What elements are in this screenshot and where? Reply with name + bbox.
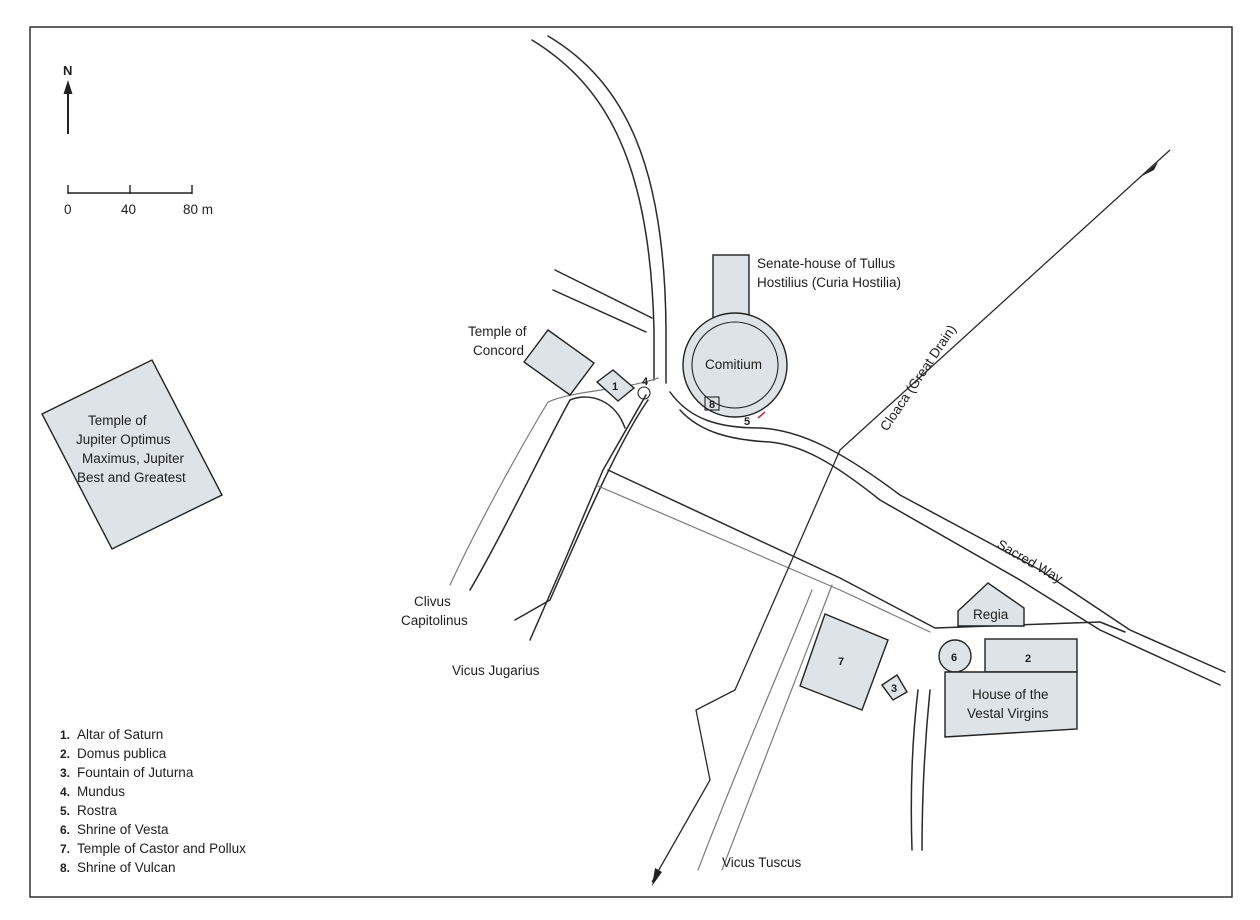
sacred-way-north-edge — [669, 391, 1226, 673]
comitium — [682, 312, 788, 418]
legend-num-8: 8. — [60, 861, 70, 875]
label-regia: Regia — [973, 607, 1009, 622]
scale-bar — [67, 185, 193, 194]
scale-tick-80: 80 m — [183, 202, 213, 217]
label-vestal-1: House of the — [972, 687, 1049, 702]
regia — [957, 582, 1025, 627]
clivus-east-edge — [514, 399, 649, 621]
legend-num-6: 6. — [60, 823, 70, 837]
label-vicus-tuscus: Vicus Tuscus — [722, 855, 802, 870]
marker-7: 7 — [838, 656, 844, 668]
legend: 1. Altar of Saturn 2. Domus publica 3. F… — [60, 727, 246, 875]
label-jupiter-1: Temple of — [88, 413, 147, 428]
mundus — [637, 386, 651, 400]
scale-tick-40: 40 — [121, 202, 136, 217]
map-frame — [29, 26, 1233, 898]
legend-text-5: Rostra — [77, 803, 117, 818]
label-jupiter-3: Maximus, Jupiter — [82, 451, 185, 466]
comitium-inner-ring — [691, 321, 779, 409]
legend-text-2: Domus publica — [77, 746, 167, 761]
temple-of-castor-pollux — [799, 613, 889, 711]
road-north-east-edge — [547, 35, 667, 384]
marker-2: 2 — [1025, 653, 1031, 665]
label-jupiter-2: Jupiter Optimus — [76, 432, 171, 447]
legend-num-1: 1. — [60, 728, 70, 742]
legend-num-2: 2. — [60, 747, 70, 761]
road-jugarius-west — [529, 394, 647, 641]
temple-of-concord — [523, 329, 595, 396]
label-jupiter-4: Best and Greatest — [77, 470, 186, 485]
legend-text-3: Fountain of Juturna — [77, 765, 194, 780]
legend-num-7: 7. — [60, 842, 70, 856]
label-clivus-1: Clivus — [414, 594, 451, 609]
north-label: N — [63, 63, 72, 78]
legend-text-8: Shrine of Vulcan — [77, 860, 176, 875]
road-south-east-east-edge — [921, 689, 931, 851]
label-concord-2: Concord — [473, 343, 524, 358]
shrine-of-vulcan — [704, 396, 720, 411]
road-south-east-west-edge — [910, 689, 919, 851]
marker-3: 3 — [891, 683, 897, 695]
label-senate-2: Hostilius (Curia Hostilia) — [757, 275, 901, 290]
legend-text-7: Temple of Castor and Pollux — [77, 841, 246, 856]
scale-tick-0: 0 — [64, 202, 72, 217]
road-central-north — [607, 469, 1126, 633]
label-sacred-way: Sacred Way — [995, 537, 1066, 587]
marker-1: 1 — [612, 381, 618, 393]
clivus-outer-edge — [449, 377, 659, 586]
senate-house — [712, 254, 750, 324]
road-north-west-edge — [531, 39, 655, 381]
marker-6: 6 — [951, 652, 957, 664]
north-arrow-icon — [63, 80, 73, 134]
legend-num-3: 3. — [60, 766, 70, 780]
vicus-tuscus-east — [721, 584, 833, 871]
marker-8: 8 — [709, 399, 715, 411]
clivus-inner-edge — [469, 396, 626, 591]
label-vestal-2: Vestal Virgins — [967, 706, 1049, 721]
temple-of-jupiter — [41, 359, 223, 550]
sacred-way-south-edge — [679, 409, 1221, 686]
legend-text-4: Mundus — [77, 784, 125, 799]
label-clivus-2: Capitolinus — [401, 613, 468, 628]
marker-5: 5 — [744, 416, 750, 428]
label-concord-1: Temple of — [468, 324, 527, 339]
legend-text-6: Shrine of Vesta — [77, 822, 169, 837]
altar-of-saturn — [595, 369, 636, 402]
label-senate-1: Senate-house of Tullus — [757, 256, 895, 271]
label-cloaca: Cloaca (Great Drain) — [877, 322, 959, 434]
vicus-tuscus-west — [697, 589, 813, 871]
legend-num-5: 5. — [60, 804, 70, 818]
cloaca-line — [651, 149, 1171, 886]
marker-4: 4 — [642, 376, 649, 388]
road-jugarius-faint — [597, 485, 931, 633]
house-of-vestal-virgins — [944, 671, 1078, 738]
road-upper-left-2 — [552, 289, 647, 333]
rostra — [757, 411, 766, 419]
fountain-of-juturna — [881, 674, 908, 701]
legend-num-4: 4. — [60, 785, 70, 799]
label-vicus-jugarius: Vicus Jugarius — [452, 663, 540, 678]
legend-text-1: Altar of Saturn — [77, 727, 163, 742]
label-comitium: Comitium — [705, 357, 762, 372]
road-upper-left-1 — [554, 269, 653, 319]
